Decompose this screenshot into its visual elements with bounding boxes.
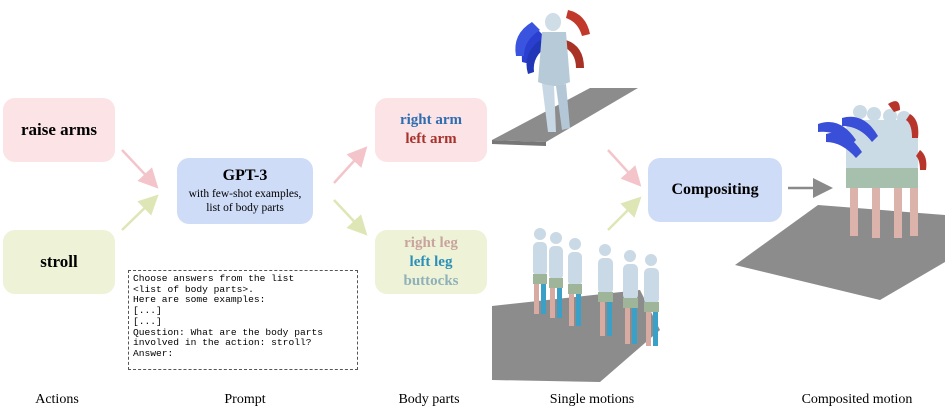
stage-label-actions: Actions [35,392,79,407]
action-box-raise-arms: raise arms [3,98,115,162]
gpt-box: GPT-3 with few-shot examples, list of bo… [177,158,313,224]
action-label-stroll: stroll [40,252,78,271]
body-parts-box-arms: right arm left arm [375,98,487,162]
action-box-stroll: stroll [3,230,115,294]
part-buttocks: buttocks [403,272,459,289]
prompt-text-box: Choose answers from the list <list of bo… [128,270,358,370]
part-left-leg: left leg [409,253,453,270]
arrow-legs-motion-to-compositing [607,196,642,231]
gpt-title: GPT-3 [222,167,268,184]
body-parts-box-legs: right leg left leg buttocks [375,230,487,294]
stage-label-composited-motion: Composited motion [801,392,913,407]
arrow-raise-to-gpt [121,149,159,189]
composited-motion-figure [735,101,945,300]
arrow-gpt-to-arms [333,146,368,184]
part-right-arm: right arm [399,112,463,128]
compositing-label: Compositing [671,181,759,198]
stage-label-single-motions: Single motions [549,392,635,407]
compositing-box: Compositing [648,158,782,222]
part-right-leg: right leg [404,234,458,251]
action-label-raise-arms: raise arms [20,120,97,139]
arrow-stroll-to-gpt [121,194,159,231]
arrow-arms-motion-to-compositing [607,149,642,187]
part-left-arm: left arm [405,131,457,147]
gpt-subtitle-line1: with few-shot examples, [188,188,302,200]
arrow-gpt-to-legs [333,199,368,236]
stroll-motion-figures [492,228,660,382]
stage-label-body-parts: Body parts [398,392,460,407]
stage-label-prompt: Prompt [224,392,266,407]
gpt-subtitle-line2: list of body parts [206,202,284,214]
raise-arms-motion-figure [492,10,638,146]
